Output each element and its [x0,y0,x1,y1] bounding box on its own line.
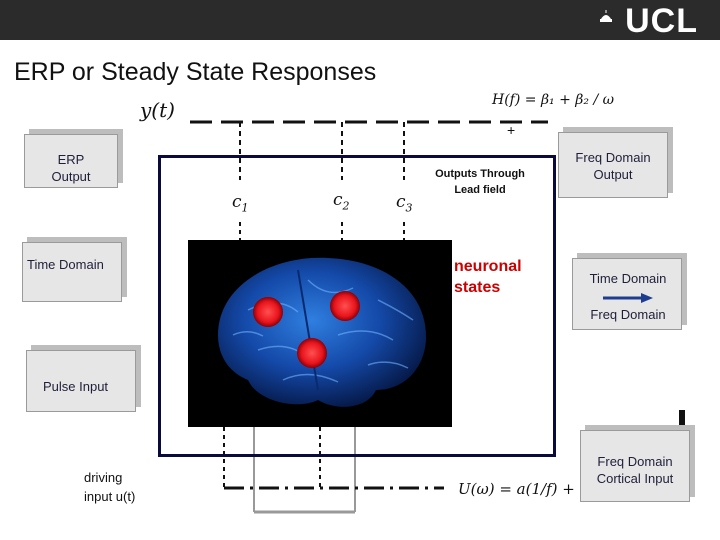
slide-title: ERP or Steady State Responses [14,58,377,86]
erp-output-box: ERP Output [24,134,118,188]
source-1 [253,297,283,327]
u-formula: U(ω) = a(1/f) + b [458,480,590,498]
right-arrow-icon [603,293,653,303]
h-formula: H(f) = β₁ + β₂ / ω [492,92,615,108]
coefficient-c2: c2 [333,190,350,213]
cortical-input-box: Freq Domain Cortical Input [580,430,690,502]
freq-domain-output-box: Freq Domain Output [558,132,668,198]
dome-icon [600,10,612,22]
lead-field-label: Outputs Through Lead field [435,168,525,196]
time-domain-label: Time Domain [589,271,667,286]
pulse-input-box: Pulse Input [26,350,136,412]
input-marker [679,410,685,426]
neuronal-states-label: neuronal states [454,258,522,296]
model-frame [158,155,556,457]
y-of-t-label: y(t) [140,98,175,122]
time-to-freq-box: Time Domain Freq Domain [572,258,682,330]
ucl-logo: UCL [625,2,698,40]
coefficient-c1: c1 [232,192,249,215]
brain-image [188,240,452,427]
driving-input-label: driving input u(t) [84,470,136,504]
plus-sign: + [507,122,516,138]
freq-domain-label: Freq Domain [590,307,666,322]
source-2 [330,291,360,321]
source-3 [297,338,327,368]
time-domain-box: Time Domain [22,242,122,302]
coefficient-c3: c3 [396,192,413,215]
